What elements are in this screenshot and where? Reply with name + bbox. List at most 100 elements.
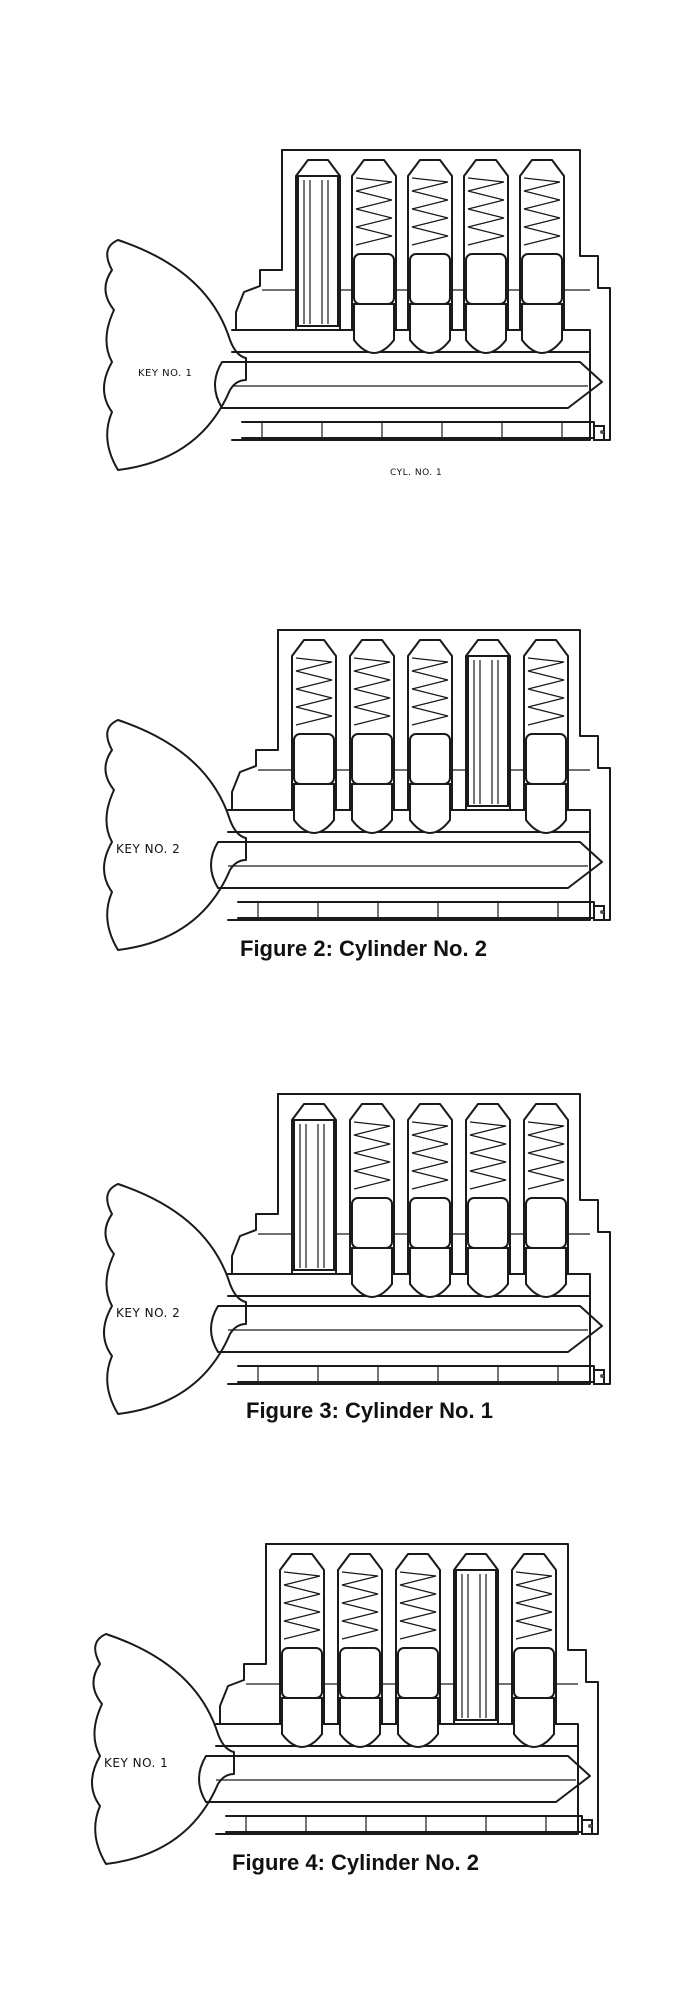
key-blade [210, 1305, 603, 1353]
bottom-rail [237, 1365, 595, 1383]
figure-caption-2: Figure 2: Cylinder No. 2 [240, 936, 487, 961]
master-pin [297, 175, 339, 327]
pin-chamber [279, 1553, 325, 1725]
pin-chamber [407, 1103, 453, 1275]
driver-pin [353, 253, 395, 305]
master-pin [293, 1119, 335, 1271]
key-pin [339, 1697, 381, 1748]
housing-left-wall [231, 629, 279, 811]
key-pin [351, 783, 393, 834]
pin-chamber [349, 1103, 395, 1275]
lock-cylinder-diagram-3 [103, 1093, 611, 1415]
key-label-1: KEY NO. 1 [138, 368, 193, 379]
pin-chamber [463, 159, 509, 331]
key-bow [103, 1183, 247, 1415]
figure-2: KEY NO. 2 Figure 2: Cylinder No. 2 [0, 620, 692, 990]
pin-chamber [511, 1553, 557, 1725]
cylinder-housing [265, 1543, 599, 1835]
pin-chamber [395, 1553, 441, 1725]
key-pin [293, 783, 335, 834]
driver-pin [409, 733, 451, 785]
driver-pin [513, 1647, 555, 1699]
housing-left-wall [219, 1543, 267, 1725]
spring-icon [355, 177, 393, 246]
figure-caption-4: Figure 4: Cylinder No. 2 [232, 1850, 479, 1875]
key-bow [103, 719, 247, 951]
bottom-rail [241, 421, 595, 439]
spring-icon [399, 1571, 437, 1640]
spring-icon [467, 177, 505, 246]
driver-pin [339, 1647, 381, 1699]
rail-end-cap [593, 425, 605, 441]
key-blade [214, 361, 603, 409]
figure-4: KEY NO. 1 Figure 4: Cylinder No. 2 [0, 1534, 692, 1904]
key-bow [91, 1633, 235, 1865]
key-pin [409, 303, 451, 354]
key-pin [409, 1247, 451, 1298]
pin-chamber [519, 159, 565, 331]
rivet-dot [588, 1824, 592, 1828]
lock-cylinder-diagram-2 [103, 629, 611, 951]
spring-icon [411, 1121, 449, 1190]
pin-chamber [453, 1553, 499, 1725]
master-pin [455, 1569, 497, 1721]
pin-chamber [291, 639, 337, 811]
driver-pin [467, 1197, 509, 1249]
key-pin [467, 1247, 509, 1298]
figure-3: KEY NO. 2 Figure 3: Cylinder No. 1 [0, 1084, 692, 1454]
rivet-dot [600, 430, 604, 434]
spring-icon [523, 177, 561, 246]
driver-pin [281, 1647, 323, 1699]
rivet-dot [600, 910, 604, 914]
spring-icon [295, 657, 333, 726]
key-pin [521, 303, 563, 354]
pin-chamber [407, 639, 453, 811]
cylinder-housing [281, 149, 611, 441]
key-blade [210, 841, 603, 889]
pin-chamber [407, 159, 453, 331]
driver-pin [521, 253, 563, 305]
rail-end-cap [593, 1369, 605, 1385]
pin-chamber [351, 159, 397, 331]
key-pin [525, 1247, 567, 1298]
driver-pin [525, 733, 567, 785]
spring-icon [515, 1571, 553, 1640]
pin-chamber [349, 639, 395, 811]
key-label-4: KEY NO. 1 [104, 1756, 169, 1770]
pin-chamber [523, 639, 569, 811]
key-pin [353, 303, 395, 354]
lock-cylinder-diagram-4 [91, 1543, 599, 1865]
figure-1: KEY NO. 1 CYL. NO. 1 [0, 140, 692, 510]
bottom-rail [237, 901, 595, 919]
pin-chamber [337, 1553, 383, 1725]
spring-icon [283, 1571, 321, 1640]
spring-icon [527, 1121, 565, 1190]
cylinder-label-1: CYL. NO. 1 [390, 468, 443, 478]
spring-icon [411, 177, 449, 246]
housing-left-wall [231, 1093, 279, 1275]
master-pin [467, 655, 509, 807]
cylinder-group [103, 629, 611, 951]
cylinder-group [91, 1543, 599, 1865]
driver-pin [409, 1197, 451, 1249]
driver-pin [293, 733, 335, 785]
pin-chamber [465, 639, 511, 811]
driver-pin [351, 1197, 393, 1249]
rail-end-cap [593, 905, 605, 921]
spring-icon [469, 1121, 507, 1190]
key-pin [465, 303, 507, 354]
pin-chamber [465, 1103, 511, 1275]
housing-left-wall [235, 149, 283, 331]
cylinder-housing [277, 1093, 611, 1385]
spring-icon [527, 657, 565, 726]
key-pin [525, 783, 567, 834]
pin-chamber [523, 1103, 569, 1275]
driver-pin [525, 1197, 567, 1249]
key-pin [513, 1697, 555, 1748]
cylinder-housing [277, 629, 611, 921]
key-pin [409, 783, 451, 834]
spring-icon [411, 657, 449, 726]
rail-end-cap [581, 1819, 593, 1835]
key-label-2: KEY NO. 2 [116, 842, 181, 856]
driver-pin [397, 1647, 439, 1699]
